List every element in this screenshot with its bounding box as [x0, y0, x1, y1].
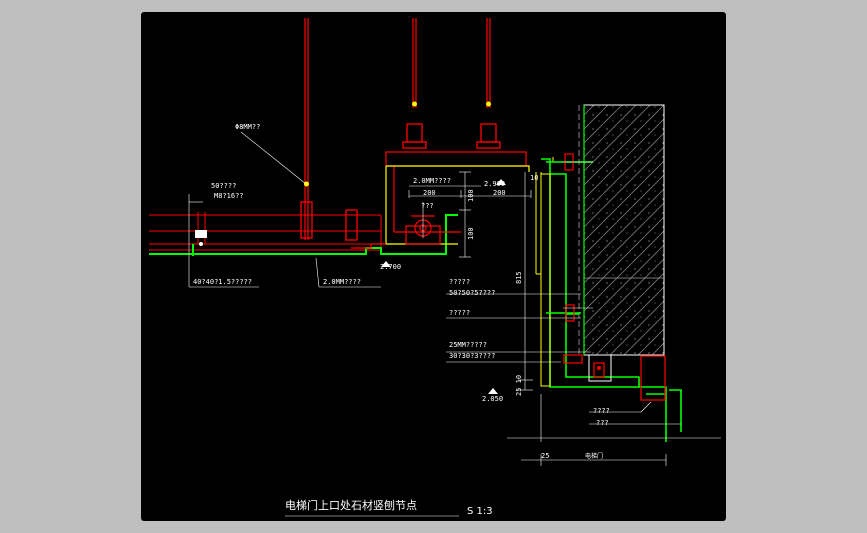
elevation-markers	[381, 179, 506, 394]
small-q-label: ???	[421, 202, 434, 210]
dim-100a-label: 100	[467, 189, 475, 202]
box-structure	[351, 151, 542, 275]
cap3-label: ????	[593, 407, 610, 415]
cap1-label: ?????	[449, 278, 470, 286]
dim-100b-label: 100	[467, 227, 475, 240]
wall-anchors	[546, 153, 593, 322]
dimension-lines	[188, 131, 721, 466]
stone-label: 25MM?????	[449, 341, 487, 349]
rod-nuts	[304, 101, 491, 187]
dim-815-label: 815	[515, 271, 523, 284]
hanging-rods	[304, 18, 491, 240]
channel-label: 50?50?5????	[449, 289, 495, 297]
ceiling-board	[149, 214, 458, 256]
dim-200b-label: 200	[493, 189, 506, 197]
stone-cladding	[540, 157, 554, 387]
cad-drawing: Φ8MM?? 50???? M8?16?? 40?40?1.5????? 2.0…	[149, 18, 721, 517]
rod-hangers	[300, 123, 501, 241]
dim-50-label: 50????	[211, 182, 236, 190]
rod-dia-label: Φ8MM??	[235, 123, 260, 131]
dim-25-label: 25	[541, 452, 549, 460]
dim-200a-label: 200	[423, 189, 436, 197]
bolt-label: M8?16??	[214, 192, 244, 200]
drawing-scale: S 1:3	[467, 506, 493, 517]
plate-2mm-top-label: 2.0MM????	[413, 177, 451, 185]
elev-bottom-label: 2.050	[482, 395, 503, 403]
angle-steel-label: 40?40?1.5?????	[193, 278, 252, 286]
ceiling-fixings	[195, 230, 207, 246]
dim-25-10-label: 25 10	[515, 375, 523, 396]
concrete-wall	[578, 104, 665, 356]
door-label: 电梯门	[585, 452, 603, 460]
elev-top-label: 2.900	[484, 180, 505, 188]
ceiling-system	[149, 212, 382, 251]
cap2-label: ?????	[449, 309, 470, 317]
plate-2mm-bottom-label: 2.0MM????	[323, 278, 361, 286]
cap4-label: ???	[596, 419, 609, 427]
angle2-label: 30?30?3????	[449, 352, 495, 360]
roller-assembly	[405, 202, 441, 245]
drawing-title: 电梯门上口处石材竖刨节点	[285, 498, 417, 512]
cad-viewport: Φ8MM?? 50???? M8?16?? 40?40?1.5????? 2.0…	[141, 12, 726, 521]
elev-mid-label: 2.700	[380, 263, 401, 271]
dim-10-label: 10	[530, 174, 538, 182]
bottom-fixture	[563, 354, 666, 401]
